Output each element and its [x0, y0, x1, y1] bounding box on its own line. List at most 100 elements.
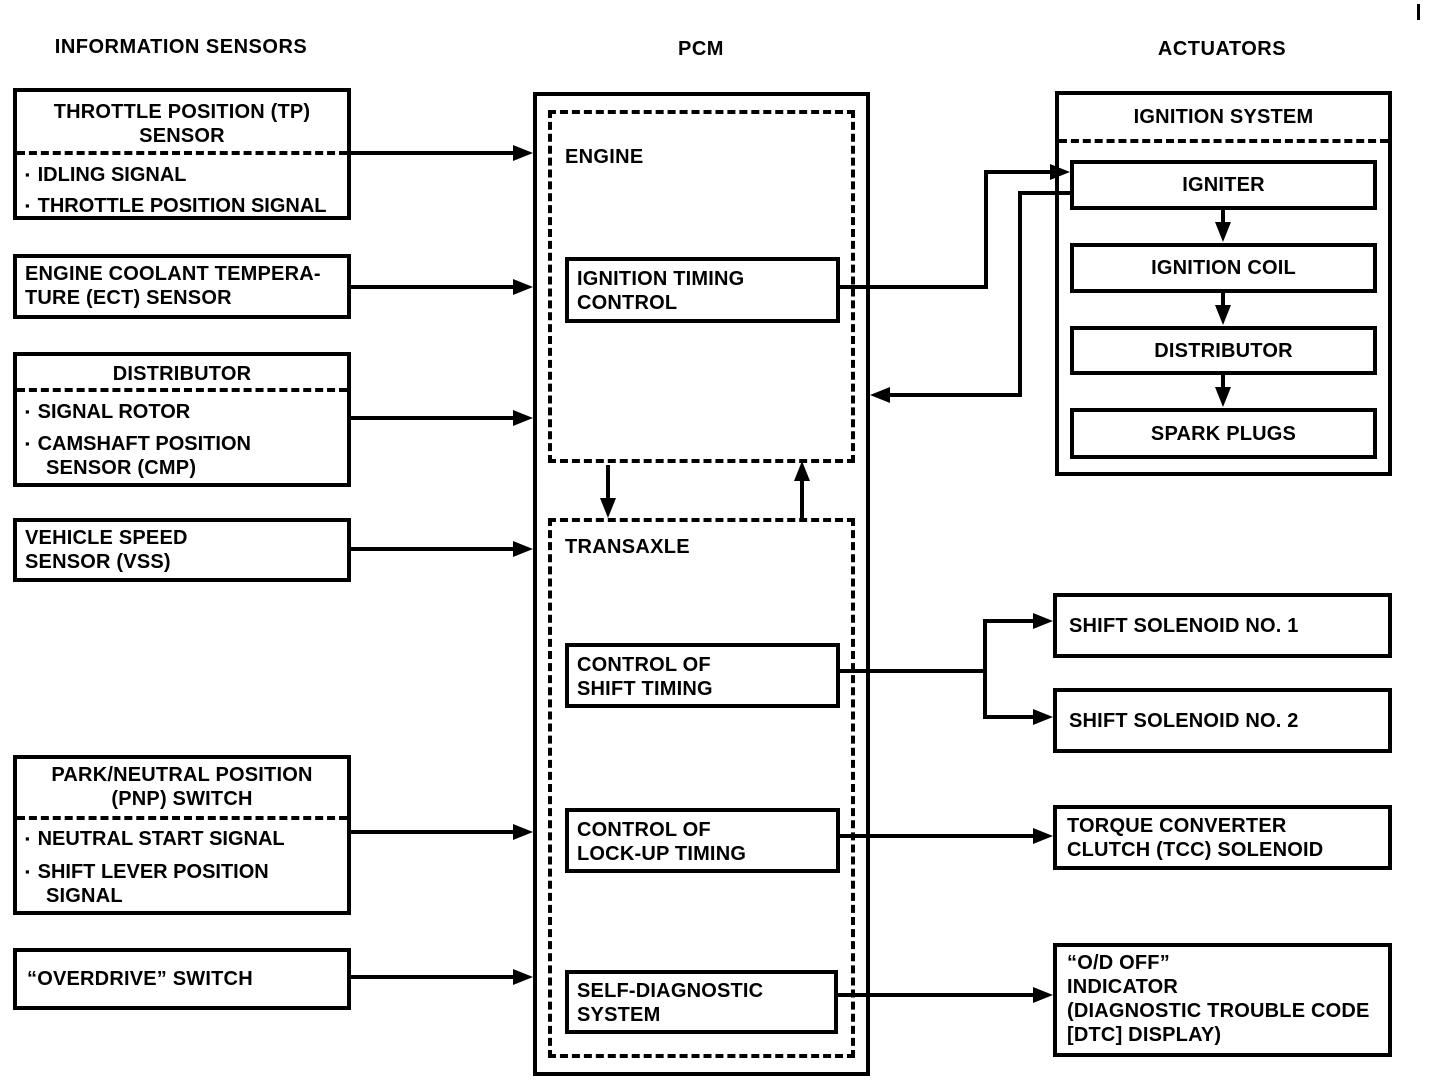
spark-plugs-label: SPARK PLUGS [1150, 422, 1297, 445]
igniter-feedback-top-line [1020, 191, 1070, 195]
arrow-ect-to-pcm-head [513, 279, 533, 295]
itc-to-igniter-head [1050, 164, 1070, 180]
igniter-box: IGNITER [1070, 160, 1377, 210]
tcc-solenoid-box: TORQUE CONVERTER CLUTCH (TCC) SOLENOID [1053, 805, 1392, 870]
shift-timing-output-line [840, 669, 985, 673]
pnp-switch-title-line2: (PNP) SWITCH [111, 788, 253, 810]
arrow-overdrive-to-pcm-head [513, 969, 533, 985]
arrow-transaxle-to-engine-line [800, 479, 804, 518]
control-of-lockup-timing-box: CONTROL OF LOCK-UP TIMING [565, 808, 840, 873]
pcm-transaxle-section [548, 518, 855, 1058]
tcc-solenoid-line2: CLUTCH (TCC) SOLENOID [1067, 839, 1324, 861]
tp-sensor-box: THROTTLE POSITION (TP) SENSOR IDLING SIG… [13, 88, 351, 220]
tcc-solenoid-line1: TORQUE CONVERTER [1067, 815, 1287, 837]
od-off-indicator-line2: INDICATOR [1067, 976, 1179, 998]
scan-artifact-tick [1417, 4, 1420, 20]
arrow-distributor-to-pcm-line [351, 416, 515, 420]
overdrive-switch-label: “OVERDRIVE” SWITCH [27, 968, 253, 990]
self-diagnostic-system-line2: SYSTEM [577, 1004, 661, 1026]
shift-lever-position-item: SHIFT LEVER POSITION [25, 860, 269, 886]
shift-solenoid-2-box: SHIFT SOLENOID NO. 2 [1053, 688, 1392, 753]
arrow-coil-to-distributor-head [1215, 305, 1231, 325]
spark-plugs-box: SPARK PLUGS [1070, 408, 1377, 459]
vss-sensor-line2: SENSOR (VSS) [25, 551, 171, 573]
arrow-engine-to-transaxle-line [606, 465, 610, 500]
ect-sensor-line1: ENGINE COOLANT TEMPERA- [25, 263, 321, 285]
distributor-sensor-box: DISTRIBUTOR SIGNAL ROTOR CAMSHAFT POSITI… [13, 352, 351, 487]
shift-timing-to-solenoid2-line [983, 715, 1033, 719]
pcm-header: PCM [678, 38, 724, 60]
arrow-transaxle-to-engine-head [794, 461, 810, 481]
arrow-pnp-to-pcm-line [351, 830, 515, 834]
shift-timing-to-solenoid1-head [1033, 613, 1053, 629]
idling-signal-item: IDLING SIGNAL [25, 163, 187, 189]
throttle-position-signal-item: THROTTLE POSITION SIGNAL [25, 194, 327, 220]
ignition-system-box: IGNITION SYSTEM [1055, 91, 1392, 476]
shift-timing-to-solenoid1-line [983, 619, 1033, 623]
distributor-actuator-box: DISTRIBUTOR [1070, 326, 1377, 375]
selfdiag-to-odoff-head [1033, 987, 1053, 1003]
arrow-vss-to-pcm-head [513, 541, 533, 557]
neutral-start-signal-item: NEUTRAL START SIGNAL [25, 827, 285, 853]
selfdiag-to-odoff-line [838, 993, 1033, 997]
lockup-to-tcc-line [840, 834, 1033, 838]
pcm-outer-box [533, 92, 870, 1076]
distributor-actuator-label: DISTRIBUTOR [1154, 339, 1293, 362]
ect-sensor-line2: TURE (ECT) SENSOR [25, 287, 232, 309]
igniter-feedback-head [870, 387, 890, 403]
control-of-shift-timing-box: CONTROL OF SHIFT TIMING [565, 643, 840, 708]
control-of-lockup-timing-line1: CONTROL OF [577, 819, 711, 841]
igniter-label: IGNITER [1182, 174, 1265, 196]
vss-sensor-box: VEHICLE SPEED SENSOR (VSS) [13, 518, 351, 582]
arrow-vss-to-pcm-line [351, 547, 515, 551]
control-of-shift-timing-line2: SHIFT TIMING [577, 678, 713, 700]
itc-output-line [840, 285, 986, 289]
od-off-indicator-box: “O/D OFF” INDICATOR (DIAGNOSTIC TROUBLE … [1053, 943, 1392, 1057]
ignition-timing-control-line2: CONTROL [577, 292, 678, 314]
control-of-lockup-timing-line2: LOCK-UP TIMING [577, 843, 747, 865]
od-off-indicator-line1: “O/D OFF” [1067, 952, 1170, 974]
overdrive-switch-box: “OVERDRIVE” SWITCH [13, 948, 351, 1010]
shift-solenoid-1-box: SHIFT SOLENOID NO. 1 [1053, 593, 1392, 658]
camshaft-position-item: CAMSHAFT POSITION [25, 432, 251, 458]
pnp-switch-title-line1: PARK/NEUTRAL POSITION [51, 764, 313, 786]
lockup-to-tcc-head [1033, 828, 1053, 844]
signal-rotor-item: SIGNAL ROTOR [25, 400, 191, 426]
control-of-shift-timing-line1: CONTROL OF [577, 654, 711, 676]
itc-riser-line [984, 170, 988, 289]
vss-sensor-line1: VEHICLE SPEED [25, 527, 188, 549]
ignition-timing-control-line1: IGNITION TIMING [577, 268, 745, 290]
shift-solenoid-1-label: SHIFT SOLENOID NO. 1 [1069, 614, 1299, 637]
arrow-pnp-to-pcm-head [513, 824, 533, 840]
shift-lever-position-item-line2: SIGNAL [46, 885, 123, 907]
arrow-igniter-to-coil-line [1221, 210, 1225, 224]
shift-timing-to-solenoid2-head [1033, 709, 1053, 725]
ignition-system-divider [1059, 139, 1388, 143]
arrow-overdrive-to-pcm-line [351, 975, 515, 979]
pcm-transaxle-label: TRANSAXLE [565, 536, 690, 558]
arrow-distributor-to-pcm-head [513, 410, 533, 426]
self-diagnostic-system-line1: SELF-DIAGNOSTIC [577, 980, 764, 1002]
ignition-timing-control-box: IGNITION TIMING CONTROL [565, 257, 840, 323]
od-off-indicator-line4: [DTC] DISPLAY) [1067, 1024, 1222, 1046]
tp-sensor-divider [17, 151, 347, 155]
tp-sensor-title-line1: THROTTLE POSITION (TP) [53, 101, 311, 123]
arrow-igniter-to-coil-head [1215, 222, 1231, 242]
distributor-sensor-divider [17, 388, 347, 392]
od-off-indicator-line3: (DIAGNOSTIC TROUBLE CODE [1067, 1000, 1370, 1022]
tp-sensor-title-line2: SENSOR [139, 125, 225, 147]
ignition-coil-label: IGNITION COIL [1151, 257, 1296, 279]
ect-sensor-box: ENGINE COOLANT TEMPERA- TURE (ECT) SENSO… [13, 254, 351, 319]
distributor-sensor-title: DISTRIBUTOR [112, 363, 252, 385]
arrow-distributor-to-sparkplugs-line [1221, 375, 1225, 389]
arrow-ect-to-pcm-line [351, 285, 515, 289]
information-sensors-header: INFORMATION SENSORS [54, 36, 308, 58]
arrow-engine-to-transaxle-head [600, 498, 616, 518]
igniter-feedback-drop-line [1018, 191, 1022, 397]
shift-timing-branch-line [983, 619, 987, 719]
ignition-coil-box: IGNITION COIL [1070, 243, 1377, 293]
arrow-tp-to-pcm-head [513, 145, 533, 161]
arrow-tp-to-pcm-line [351, 151, 515, 155]
pnp-switch-box: PARK/NEUTRAL POSITION (PNP) SWITCH NEUTR… [13, 755, 351, 915]
